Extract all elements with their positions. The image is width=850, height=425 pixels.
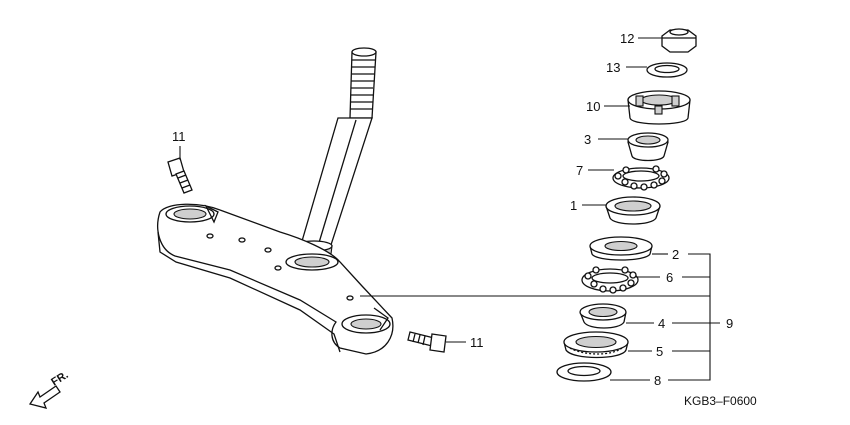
callout-4: 4	[658, 316, 665, 331]
callout-12: 12	[620, 31, 634, 46]
callout-7: 7	[576, 163, 583, 178]
callout-9: 9	[726, 316, 733, 331]
leader-lines	[179, 37, 720, 381]
front-label: FR.	[49, 369, 70, 389]
upper-ball-bearing	[612, 165, 670, 191]
lower-outer-race	[589, 236, 653, 261]
pinch-bolt-lower	[407, 331, 447, 353]
lower-inner-race	[579, 303, 627, 329]
callout-1: 1	[570, 198, 577, 213]
steering-stem-shaft	[293, 47, 377, 263]
upper-inner-race	[627, 132, 669, 162]
callout-3: 3	[584, 132, 591, 147]
callout-13: 13	[606, 60, 620, 75]
callout-5: 5	[656, 344, 663, 359]
diagram-code: KGB3–F0600	[684, 394, 757, 408]
lock-washer	[646, 62, 688, 78]
lower-ball-bearing	[581, 266, 639, 294]
pinch-bolt-upper	[167, 157, 193, 194]
callout-10: 10	[586, 99, 600, 114]
front-direction-arrow: FR.	[28, 369, 71, 409]
callout-8: 8	[654, 373, 661, 388]
callout-numbers: 12 13 10 3 7 1 2 6 4 9 5 8 11 11	[172, 31, 733, 388]
bottom-bridge	[157, 203, 394, 355]
callout-11-top: 11	[172, 129, 186, 144]
adjusting-nut	[627, 90, 691, 125]
steering-stem-nut	[661, 28, 697, 53]
callout-2: 2	[672, 247, 679, 262]
callout-11-bottom: 11	[470, 335, 484, 350]
upper-outer-race	[605, 196, 661, 225]
dust-seal	[563, 331, 629, 359]
callout-6: 6	[666, 270, 673, 285]
bottom-washer	[556, 362, 612, 382]
